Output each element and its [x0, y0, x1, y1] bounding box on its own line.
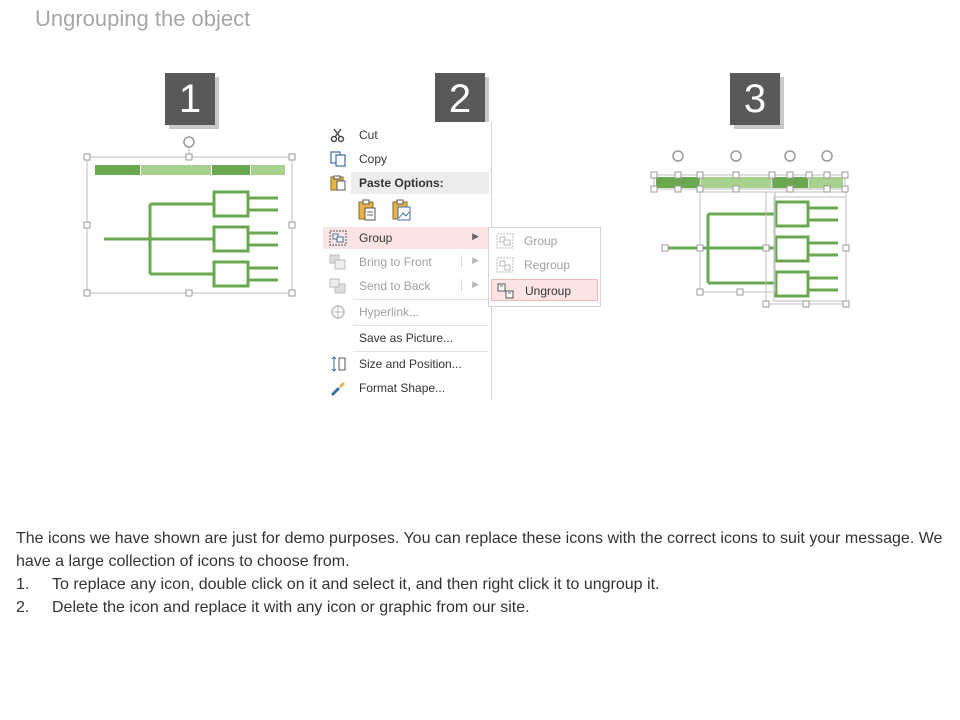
menu-item-group[interactable]: Group ▶ [323, 227, 489, 249]
menu-item-bring-to-front[interactable]: Bring to Front ▶ [323, 251, 489, 273]
link-icon [331, 305, 345, 319]
step-badge-2: 2 [435, 73, 485, 125]
regroup-icon [496, 257, 514, 273]
menu-paste-options-header: Paste Options: [351, 172, 489, 194]
menu-divider [353, 299, 489, 300]
ungrouped-object-graphic[interactable] [650, 145, 860, 310]
send-back-icon [329, 278, 346, 294]
grouped-object-graphic[interactable] [78, 130, 303, 302]
list-item: 1. To replace any icon, double click on … [16, 576, 660, 593]
menu-divider [353, 351, 489, 352]
group-icon [329, 230, 347, 246]
menu-divider [353, 325, 489, 326]
clipboard-icon [330, 175, 346, 191]
menu-item-size-and-position[interactable]: Size and Position... [323, 353, 489, 375]
list-item: 2. Delete the icon and replace it with a… [16, 599, 530, 616]
submenu-arrow-icon: ▶ [472, 279, 479, 289]
step-badge-1: 1 [165, 73, 215, 125]
submenu-arrow-icon: ▶ [472, 231, 479, 241]
format-shape-icon [331, 382, 345, 396]
paste-option-icons[interactable] [357, 198, 415, 222]
menu-item-hyperlink[interactable]: Hyperlink... [323, 301, 489, 323]
menu-item-send-to-back[interactable]: Send to Back ▶ [323, 275, 489, 297]
menu-item-format-shape[interactable]: Format Shape... [323, 377, 489, 399]
menu-item-save-as-picture[interactable]: Save as Picture... [359, 331, 454, 345]
submenu-item-ungroup[interactable]: Ungroup [491, 279, 598, 301]
menu-item-cut[interactable]: Cut [323, 124, 489, 146]
bring-front-icon [329, 254, 346, 270]
context-menu: Cut Copy Paste Options: Group ▶ Bring to… [323, 122, 492, 400]
submenu-item-regroup[interactable]: Regroup [491, 254, 598, 276]
step-badge-3: 3 [730, 73, 780, 125]
submenu-item-group[interactable]: Group [491, 230, 598, 252]
ungroup-icon [497, 283, 514, 299]
size-position-icon [331, 356, 346, 372]
scissors-icon [330, 128, 345, 143]
group-icon [496, 233, 514, 249]
group-submenu: Group Regroup Ungroup [488, 227, 601, 307]
intro-paragraph: The icons we have shown are just for dem… [16, 530, 943, 570]
menu-item-copy[interactable]: Copy [323, 148, 489, 170]
menu-split-divider [461, 279, 462, 293]
submenu-arrow-icon: ▶ [472, 255, 479, 265]
instructions: The icons we have shown are just for dem… [16, 527, 946, 619]
copy-icon [330, 151, 346, 167]
page-title: Ungrouping the object [35, 6, 251, 31]
menu-split-divider [461, 255, 462, 269]
